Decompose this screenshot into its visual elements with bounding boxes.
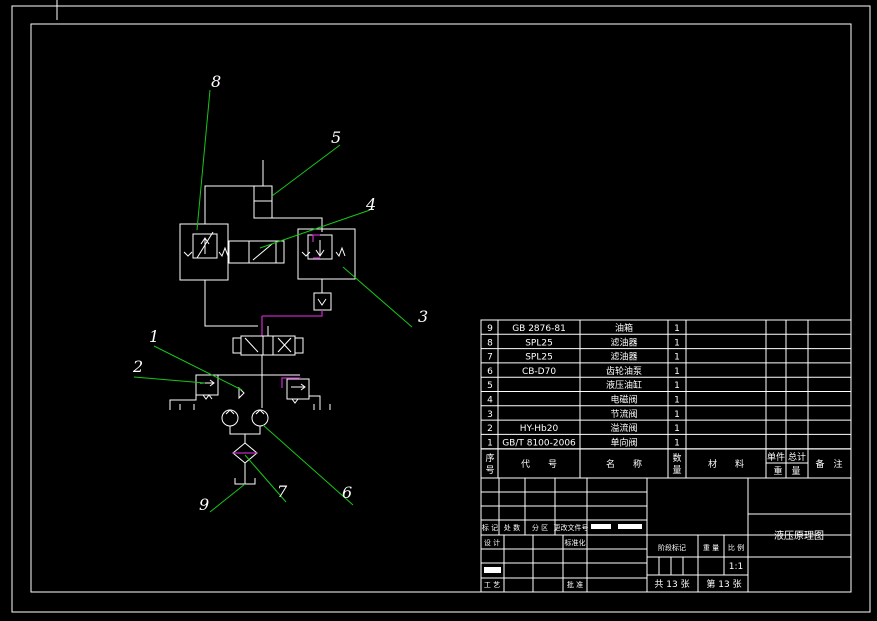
callout-4: 4 bbox=[365, 195, 376, 214]
parts-cell-no: 8 bbox=[487, 338, 493, 348]
parts-cell-code: HY-Hb20 bbox=[520, 424, 559, 434]
relief-valve-right bbox=[281, 377, 331, 410]
parts-list-table: 序 号 代 号 名 称 数 量 材 料 单件 总计 重 量 备 注 9 GB 28… bbox=[480, 319, 852, 479]
parts-cell-no: 9 bbox=[487, 324, 493, 334]
callout-2: 2 bbox=[132, 357, 143, 376]
inner-frame bbox=[30, 23, 852, 593]
parts-cell-qty: 1 bbox=[674, 381, 680, 391]
header-seq-bottom: 号 bbox=[485, 465, 494, 476]
parts-cell-qty: 1 bbox=[674, 438, 680, 448]
header-unit-weight: 单件 bbox=[767, 451, 785, 463]
parts-cell-name: 滤油器 bbox=[610, 351, 637, 363]
drawing-title: 液压原理图 bbox=[774, 529, 824, 542]
main-directional-valve bbox=[232, 326, 304, 356]
parts-cell-name: 滤油器 bbox=[610, 336, 637, 348]
scale-value: 1:1 bbox=[729, 562, 743, 572]
filter-8 bbox=[179, 223, 229, 281]
callout-1: 1 bbox=[149, 327, 159, 346]
solenoid-throttle-assembly bbox=[297, 228, 356, 280]
title-block: 标 记 处 数 分 区 更改文件号 设 计 标准化 工 艺 批 准 阶段标记 重… bbox=[480, 477, 852, 593]
hydraulic-schematic: 8 5 4 3 1 2 6 7 9 bbox=[132, 72, 428, 514]
parts-cell-no: 5 bbox=[487, 381, 493, 391]
parts-cell-code: SPL25 bbox=[525, 353, 553, 363]
header-code: 代 号 bbox=[521, 459, 557, 470]
suction-filter bbox=[232, 442, 258, 485]
label-mark: 标 记 bbox=[482, 523, 498, 532]
header-qty-top: 数 bbox=[672, 452, 681, 464]
parts-cell-name: 单向阀 bbox=[610, 436, 637, 448]
outer-frame bbox=[11, 5, 871, 613]
label-process: 工 艺 bbox=[484, 581, 500, 589]
label-zone: 分 区 bbox=[532, 523, 548, 532]
parts-cell-no: 6 bbox=[487, 367, 493, 377]
parts-cell-no: 3 bbox=[487, 410, 493, 420]
header-qty-bottom: 量 bbox=[672, 465, 681, 476]
sheet-number: 第 13 张 bbox=[706, 578, 741, 590]
parts-cell-name: 节流阀 bbox=[610, 408, 637, 420]
parts-cell-name: 齿轮油泵 bbox=[606, 365, 642, 377]
parts-cell-qty: 1 bbox=[674, 424, 680, 434]
parts-cell-code: CB-D70 bbox=[522, 367, 556, 377]
hydraulic-cylinder bbox=[253, 160, 273, 219]
header-weight: 重 量 bbox=[773, 465, 800, 477]
callout-9: 9 bbox=[199, 495, 209, 514]
relief-valve-left bbox=[169, 374, 219, 410]
parts-cell-name: 液压油缸 bbox=[606, 379, 642, 391]
label-doc-no: 更改文件号 bbox=[554, 523, 589, 532]
header-remarks: 备 注 bbox=[815, 458, 842, 470]
callout-8: 8 bbox=[211, 72, 221, 91]
directional-valve-small bbox=[228, 240, 285, 264]
header-name: 名 称 bbox=[606, 458, 642, 470]
callout-5: 5 bbox=[331, 128, 341, 147]
callout-6: 6 bbox=[342, 483, 352, 502]
parts-cell-code: GB 2876-81 bbox=[512, 324, 566, 334]
label-standardize: 标准化 bbox=[565, 538, 586, 547]
label-scale: 比 例 bbox=[728, 543, 744, 552]
parts-cell-no: 1 bbox=[487, 438, 493, 448]
designer-block bbox=[484, 567, 501, 573]
parts-cell-name: 油箱 bbox=[615, 322, 633, 334]
parts-cell-qty: 1 bbox=[674, 396, 680, 406]
signature-block bbox=[591, 524, 611, 529]
label-weight: 重 量 bbox=[703, 544, 719, 552]
throttle-valve bbox=[313, 292, 332, 311]
parts-cell-qty: 1 bbox=[674, 353, 680, 363]
label-approve: 批 准 bbox=[567, 580, 583, 589]
parts-cell-qty: 1 bbox=[674, 324, 680, 334]
parts-cell-no: 4 bbox=[487, 396, 493, 406]
label-count: 处 数 bbox=[504, 523, 520, 532]
parts-cell-code: SPL25 bbox=[525, 338, 553, 348]
parts-cell-code: GB/T 8100-2006 bbox=[502, 438, 576, 448]
sheets-total: 共 13 张 bbox=[654, 579, 689, 590]
parts-cell-qty: 1 bbox=[674, 338, 680, 348]
label-design: 设 计 bbox=[484, 538, 500, 547]
header-material: 材 料 bbox=[708, 458, 744, 470]
gear-pumps bbox=[221, 409, 269, 443]
callout-3: 3 bbox=[418, 307, 428, 326]
label-stage: 阶段标记 bbox=[658, 543, 686, 552]
header-total-weight: 总计 bbox=[788, 451, 806, 463]
check-valve bbox=[238, 386, 245, 400]
parts-cell-name: 电磁阀 bbox=[610, 394, 637, 406]
parts-cell-qty: 1 bbox=[674, 367, 680, 377]
parts-cell-qty: 1 bbox=[674, 410, 680, 420]
date-block bbox=[618, 524, 642, 529]
parts-cell-name: 溢流阀 bbox=[610, 422, 637, 434]
parts-cell-no: 7 bbox=[487, 353, 493, 363]
parts-cell-no: 2 bbox=[487, 424, 493, 434]
callout-7: 7 bbox=[277, 482, 288, 501]
header-seq-top: 序 bbox=[485, 452, 494, 464]
